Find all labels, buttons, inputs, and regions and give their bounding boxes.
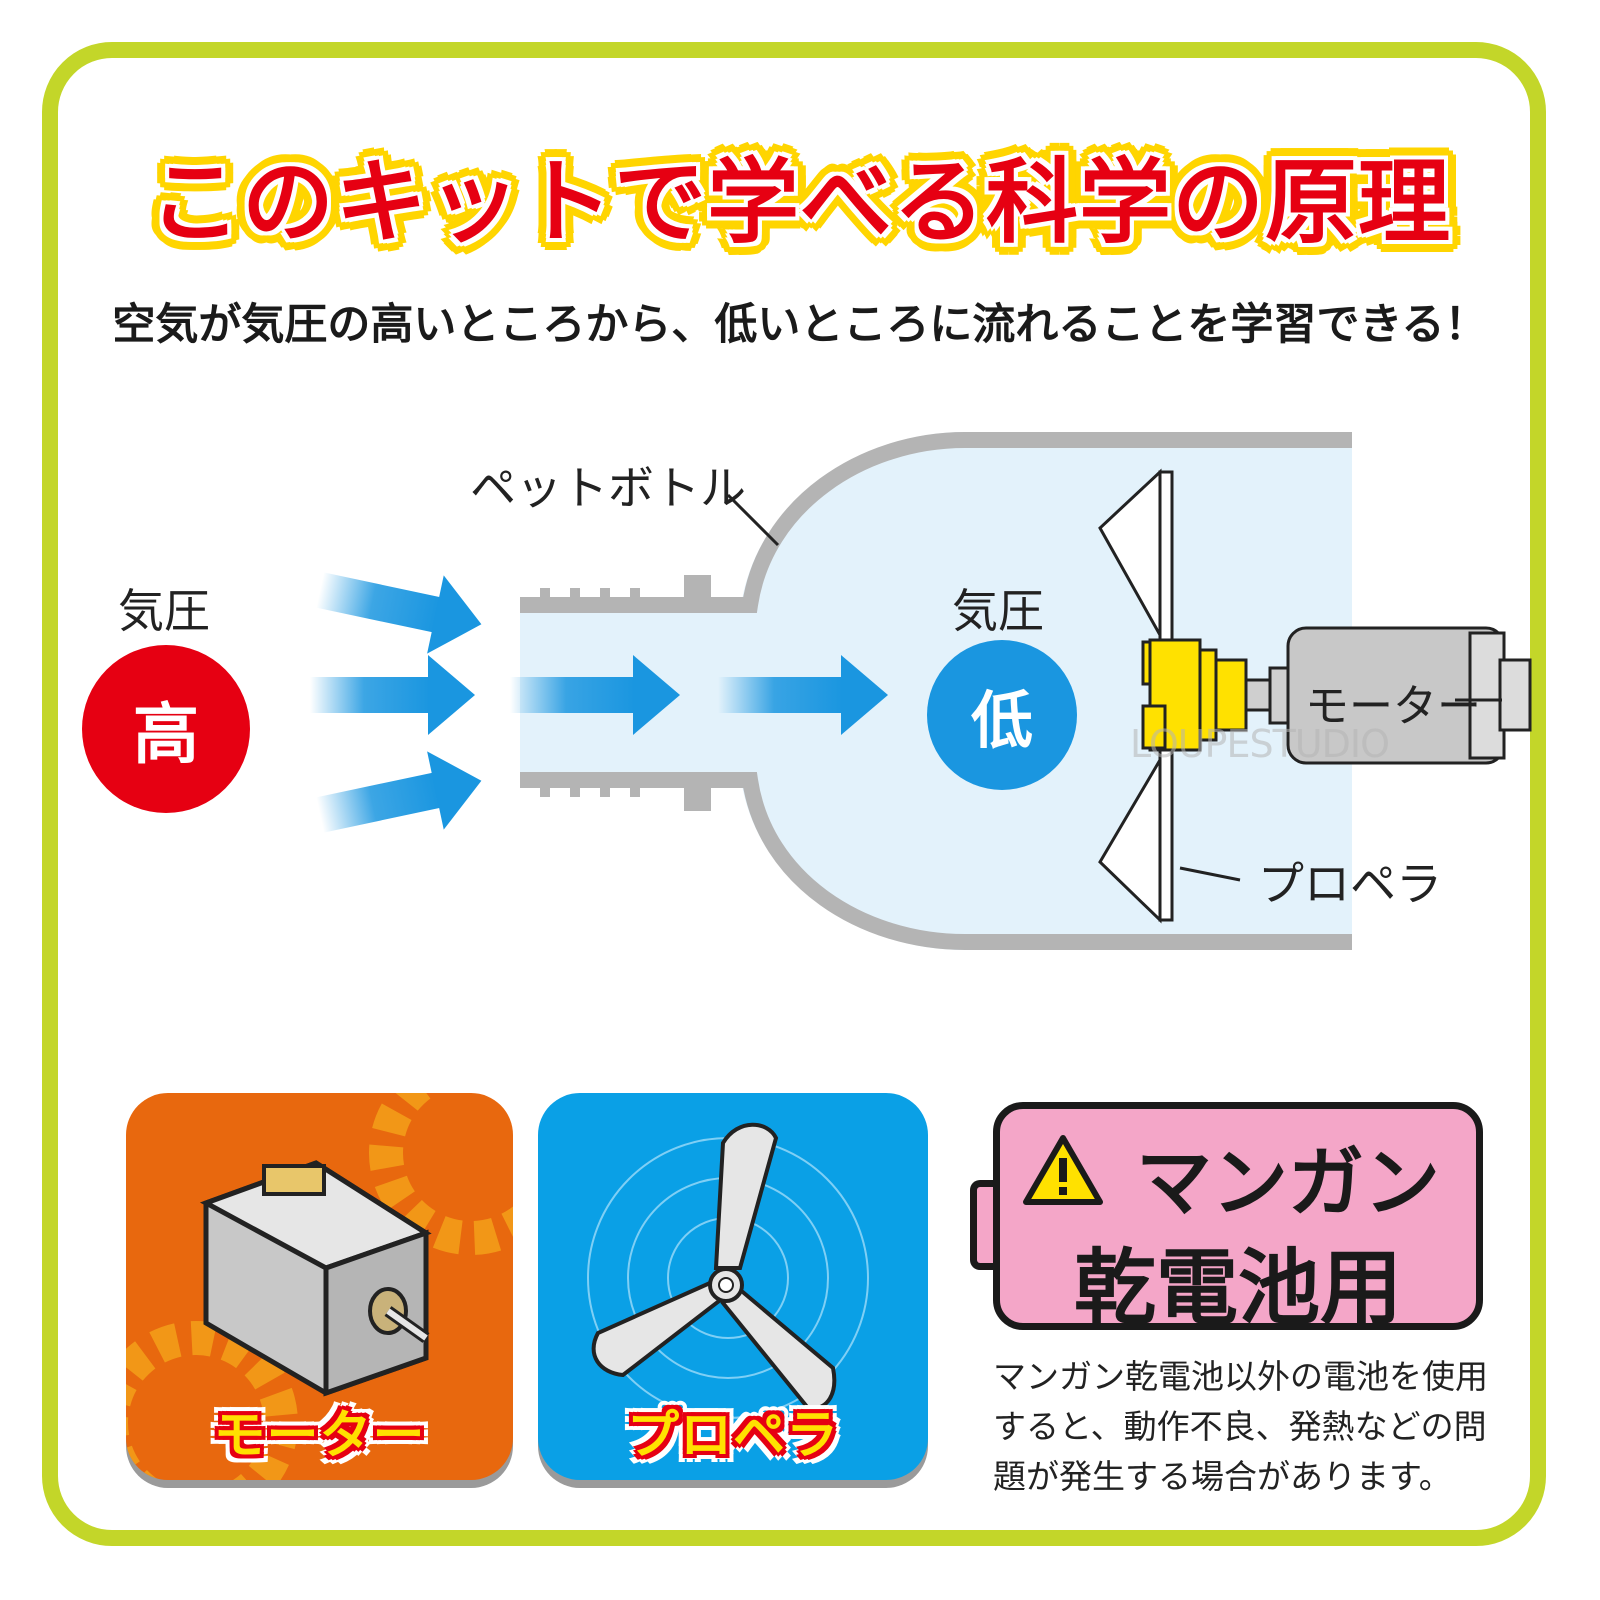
bottle-outline-top <box>520 432 1352 613</box>
battery-line-1: マンガン <box>1136 1138 1440 1227</box>
bottle-outline-bottom <box>520 772 1352 950</box>
battery-notice: マンガン 乾電池用 <box>993 1102 1483 1336</box>
bottle-leader-line <box>726 493 780 547</box>
propeller-tile: プロペラ <box>538 1093 928 1480</box>
bottle-label: ペットボトル <box>470 461 746 515</box>
propeller-tile-label: プロペラ <box>626 1406 839 1466</box>
airflow-arrow <box>316 751 482 833</box>
page-title: このキットで学べる科学の原理 <box>148 149 1451 256</box>
airflow-arrow <box>510 655 680 735</box>
propeller-leader-line <box>1179 866 1241 882</box>
battery-line-2: 乾電池用 <box>1073 1241 1402 1336</box>
motor-illustration <box>126 1093 513 1480</box>
high-pressure-badge: 高 <box>82 645 250 813</box>
motor-terminal <box>1498 658 1532 732</box>
airflow-arrow <box>310 655 475 735</box>
propeller-diagram-label: プロペラ <box>1258 857 1442 911</box>
motor-diagram-label: モーター <box>1305 681 1481 732</box>
low-pressure-label: 気圧 <box>952 584 1044 638</box>
bottle-neck-threads <box>540 588 640 797</box>
airflow-arrow <box>316 572 482 654</box>
gear-decoration <box>126 1321 298 1480</box>
motor-tile: モーター <box>126 1093 513 1480</box>
low-pressure-badge: 低 <box>927 640 1077 790</box>
gear-decoration <box>369 1093 513 1255</box>
battery-note: マンガン乾電池以外の電池を使用すると、動作不良、発熱などの問題が発生する場合があ… <box>993 1357 1488 1496</box>
airflow-arrow <box>718 655 888 735</box>
warning-icon <box>1023 1135 1103 1205</box>
watermark: LOUPESTUDIO <box>1130 722 1390 766</box>
motor-tile-label: モーター <box>213 1406 426 1466</box>
propeller-illustration <box>587 1122 869 1419</box>
page-subtitle: 空気が気圧の高いところから、低いところに流れることを学習できる！ <box>112 300 1488 350</box>
high-pressure-label: 気圧 <box>118 584 210 638</box>
